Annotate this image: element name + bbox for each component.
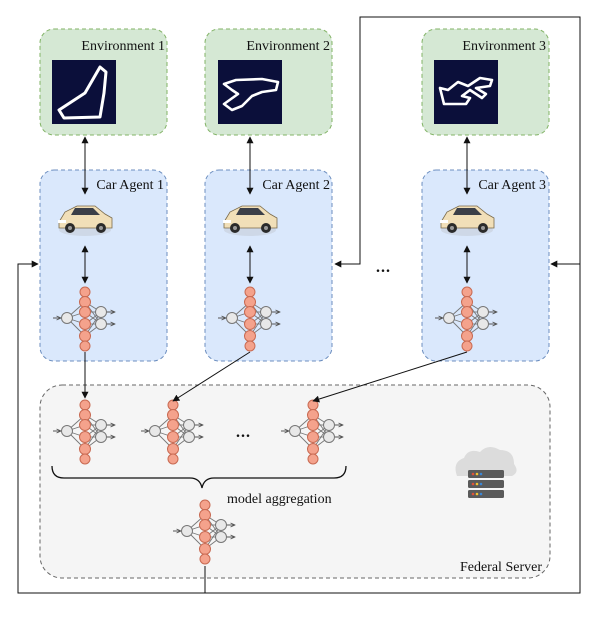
upload-arrows [81, 351, 468, 403]
environment-label: Environment 1 [81, 39, 165, 54]
agent-label: Car Agent 2 [262, 178, 330, 193]
env-car-arrows [81, 136, 471, 284]
track-1-icon [52, 60, 116, 124]
car-icon [58, 205, 113, 236]
environment-label: Environment 3 [462, 39, 546, 54]
agents-ellipsis: ... [376, 259, 391, 276]
environment-label: Environment 2 [246, 39, 330, 54]
track-2-icon [218, 60, 282, 124]
cloud-server-icon [455, 446, 517, 498]
server-models-ellipsis: ... [236, 424, 251, 441]
broadcast-lines [17, 16, 581, 594]
environment-panel-3[interactable]: Environment 3 [421, 28, 550, 136]
agent-label: Car Agent 3 [478, 178, 546, 193]
federal-server-panel [39, 384, 551, 579]
environment-panel-1[interactable]: Environment 1 [39, 28, 168, 136]
car-agent-panel-1[interactable]: Car Agent 1 [39, 169, 168, 362]
car-agent-panel-2[interactable]: Car Agent 2 [204, 169, 333, 362]
agent-label: Car Agent 1 [96, 178, 164, 193]
federal-server-label: Federal Server [460, 560, 542, 575]
environment-panel-2[interactable]: Environment 2 [204, 28, 333, 136]
car-agent-panel-3[interactable]: Car Agent 3 [421, 169, 550, 362]
aggregation-label: model aggregation [227, 492, 332, 507]
aggregation-brace [51, 465, 347, 489]
track-3-icon [434, 60, 498, 124]
